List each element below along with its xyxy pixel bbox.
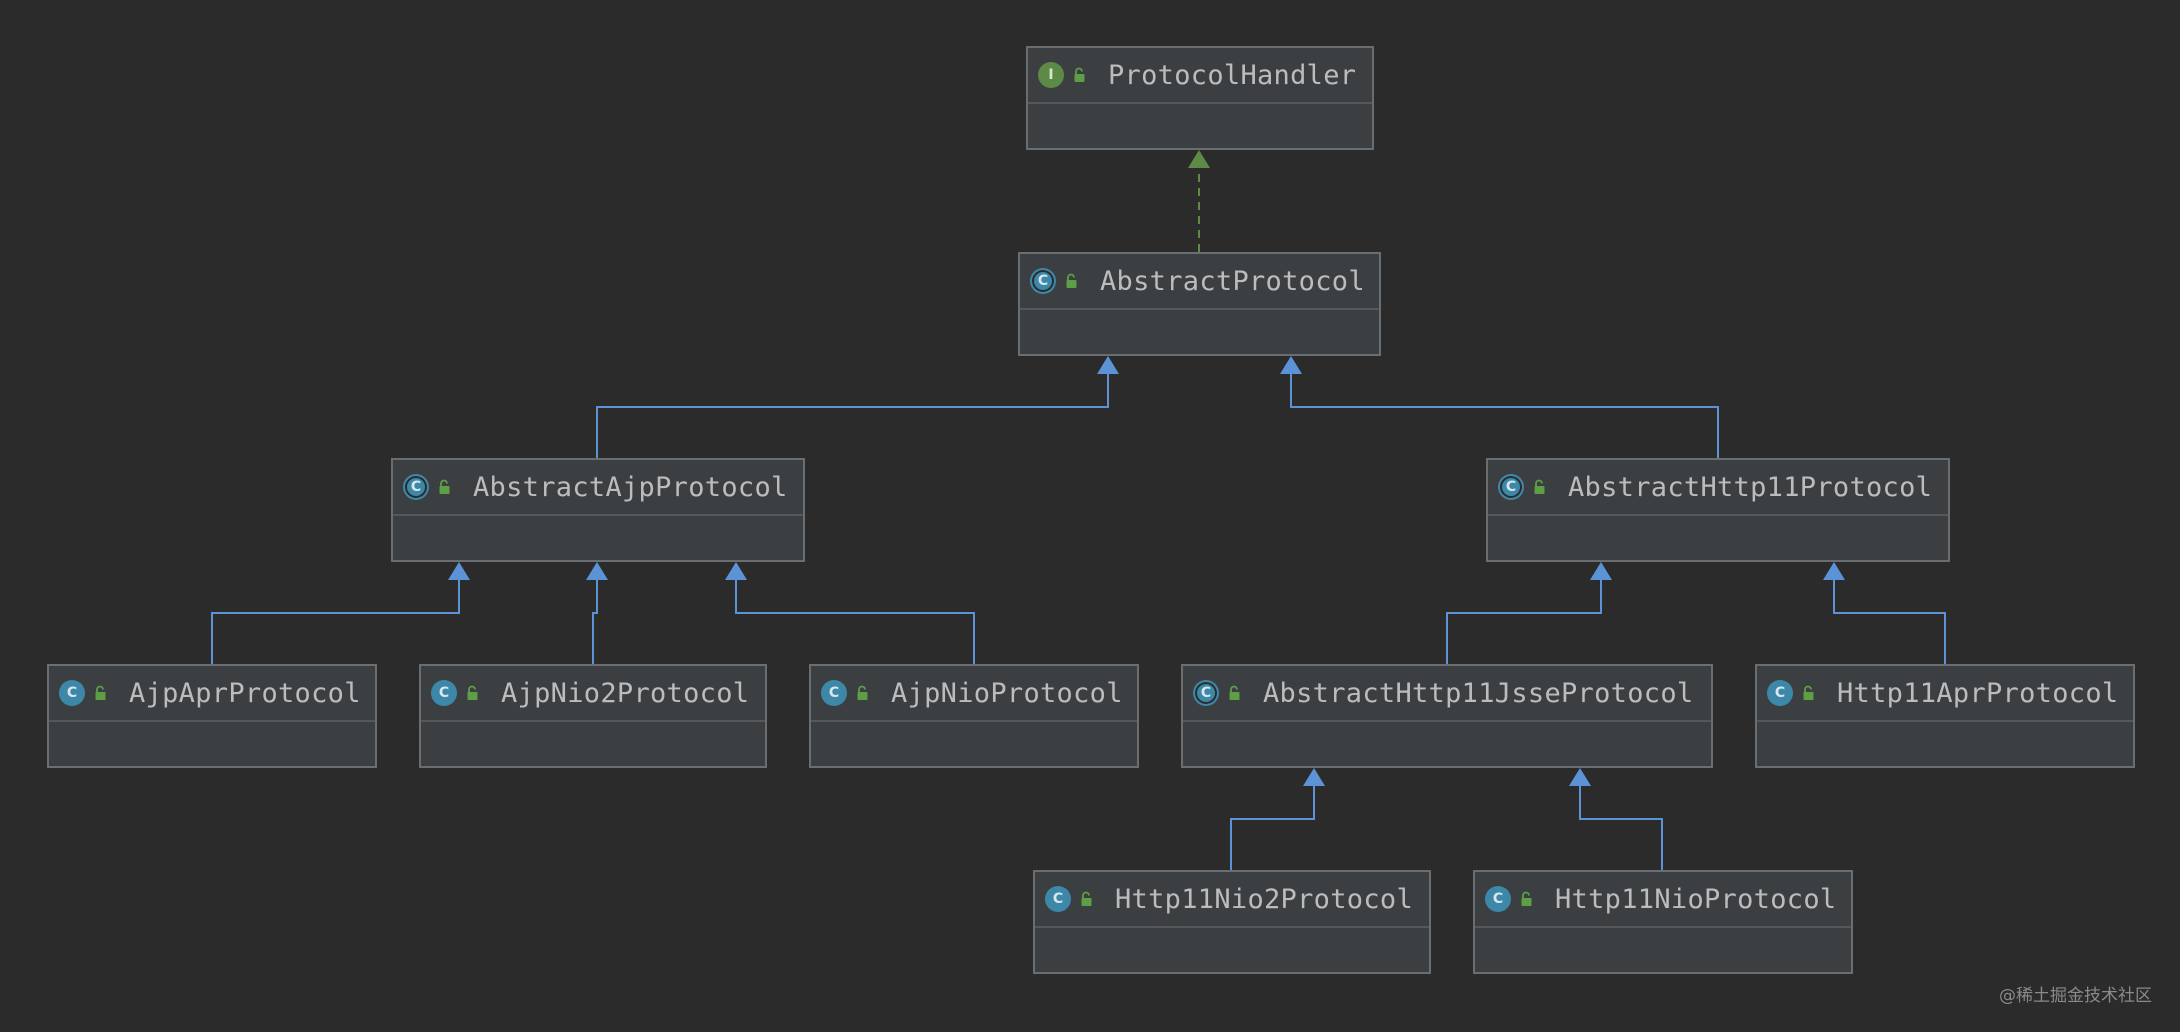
class-node-http11-nio2-protocol[interactable]: C Http11Nio2Protocol [1033,870,1431,974]
arrowhead-icon [1590,562,1612,580]
class-node-members [1035,928,1429,972]
implements-edge [1188,150,1210,252]
class-icon: C [431,680,457,706]
extends-edge [1280,356,1719,458]
public-visibility-icon [467,685,478,700]
interface-icon: I [1038,62,1064,88]
class-node-members [49,722,375,766]
arrowhead-icon [1280,356,1302,374]
arrowhead-icon [1569,768,1591,786]
edge-line [1446,580,1602,664]
arrowhead-icon [448,562,470,580]
class-name-label: AbstractHttp11Protocol [1568,471,1933,503]
extends-edge [596,356,1119,458]
abstract-class-icon: C [1030,268,1056,294]
class-node-members [1757,722,2133,766]
class-icon: C [1485,886,1511,912]
extends-edge [1823,562,1946,664]
class-node-members [1475,928,1851,972]
edge-line [1290,374,1719,458]
class-node-header: C AjpAprProtocol [49,666,375,722]
public-visibility-icon [1229,685,1240,700]
edge-line [1833,580,1946,664]
extends-edge [1230,768,1325,870]
public-visibility-icon [95,685,106,700]
class-name-label: Http11Nio2Protocol [1115,883,1413,915]
class-node-header: C Http11AprProtocol [1757,666,2133,722]
abstract-class-icon: C [403,474,429,500]
class-node-header: C AjpNioProtocol [811,666,1137,722]
class-name-label: AbstractHttp11JsseProtocol [1263,677,1694,709]
edge-line [211,580,460,664]
edge-line [735,580,975,664]
arrowhead-icon [1097,356,1119,374]
class-node-header: C AbstractHttp11Protocol [1488,460,1948,516]
class-node-http11-apr-protocol[interactable]: C Http11AprProtocol [1755,664,2135,768]
class-node-header: C AbstractProtocol [1020,254,1379,310]
edge-line [596,374,1109,458]
class-node-header: C Http11NioProtocol [1475,872,1851,928]
class-node-members [393,516,803,560]
class-icon: C [1045,886,1071,912]
class-node-http11-nio-protocol[interactable]: C Http11NioProtocol [1473,870,1853,974]
watermark: @稀土掘金技术社区 [1999,986,2152,1006]
edge-line [1579,786,1663,870]
public-visibility-icon [1066,273,1077,288]
class-node-header: C Http11Nio2Protocol [1035,872,1429,928]
class-node-header: C AjpNio2Protocol [421,666,765,722]
extends-edge [1446,562,1612,664]
arrowhead-icon [1188,150,1210,168]
class-name-label: AjpNio2Protocol [501,677,750,709]
extends-edge [725,562,975,664]
class-node-abstract-ajp-protocol[interactable]: C AbstractAjpProtocol [391,458,805,562]
class-node-header: C AbstractHttp11JsseProtocol [1183,666,1711,722]
public-visibility-icon [1074,67,1085,82]
class-node-header: C AbstractAjpProtocol [393,460,803,516]
public-visibility-icon [1803,685,1814,700]
class-name-label: AjpNioProtocol [891,677,1123,709]
class-icon: C [1767,680,1793,706]
edge-line [592,580,598,664]
class-icon: C [59,680,85,706]
class-node-ajp-nio-protocol[interactable]: C AjpNioProtocol [809,664,1139,768]
class-node-abstract-protocol[interactable]: C AbstractProtocol [1018,252,1381,356]
arrowhead-icon [725,562,747,580]
class-name-label: ProtocolHandler [1108,59,1357,91]
arrowhead-icon [586,562,608,580]
class-node-protocol-handler[interactable]: I ProtocolHandler [1026,46,1374,150]
abstract-class-icon: C [1498,474,1524,500]
arrowhead-icon [1303,768,1325,786]
public-visibility-icon [439,479,450,494]
class-name-label: AjpAprProtocol [129,677,361,709]
class-node-members [1488,516,1948,560]
class-name-label: AbstractProtocol [1100,265,1365,297]
edge-line [1230,786,1315,870]
public-visibility-icon [1534,479,1545,494]
class-icon: C [821,680,847,706]
class-node-members [811,722,1137,766]
class-node-ajp-nio2-protocol[interactable]: C AjpNio2Protocol [419,664,767,768]
class-name-label: AbstractAjpProtocol [473,471,788,503]
class-node-abstract-http11-protocol[interactable]: C AbstractHttp11Protocol [1486,458,1950,562]
class-node-members [1020,310,1379,354]
extends-edge [1569,768,1663,870]
abstract-class-icon: C [1193,680,1219,706]
class-node-members [421,722,765,766]
arrowhead-icon [1823,562,1845,580]
public-visibility-icon [857,685,868,700]
class-node-abstract-http11-jsse-protocol[interactable]: C AbstractHttp11JsseProtocol [1181,664,1713,768]
public-visibility-icon [1521,891,1532,906]
class-node-members [1183,722,1711,766]
class-node-header: I ProtocolHandler [1028,48,1372,104]
extends-edge [586,562,608,664]
extends-edge [211,562,470,664]
class-name-label: Http11AprProtocol [1837,677,2119,709]
class-node-ajp-apr-protocol[interactable]: C AjpAprProtocol [47,664,377,768]
class-node-members [1028,104,1372,148]
public-visibility-icon [1081,891,1092,906]
class-name-label: Http11NioProtocol [1555,883,1837,915]
